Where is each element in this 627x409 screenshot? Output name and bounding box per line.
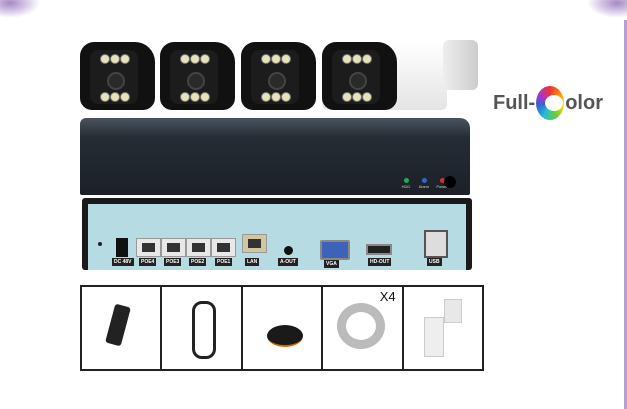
poe-port: [161, 238, 186, 257]
frame-corner-right: [587, 0, 627, 18]
camera-4: [322, 42, 447, 110]
poe-port: [136, 238, 161, 257]
hdmi-port: [366, 244, 392, 255]
vga-port: [320, 240, 350, 260]
poe-port: [186, 238, 211, 257]
logo-text: olor: [565, 91, 603, 114]
port-label: POE3: [164, 258, 182, 266]
frame-edge: [624, 20, 627, 409]
port-label: POE2: [189, 258, 207, 266]
usb-ports: [424, 230, 448, 258]
port-label: LAN: [245, 258, 260, 266]
port-label: USB: [427, 258, 442, 266]
audio-jack: [284, 246, 293, 255]
lan-port: [242, 234, 267, 253]
power-cable: [162, 287, 243, 369]
indicator-hdd: HDD: [401, 184, 411, 189]
frame-corner-left: [0, 0, 40, 18]
mouse: [243, 287, 324, 369]
nvr-front: HDD Alarm Power: [80, 118, 470, 195]
ground-icon: [98, 242, 102, 246]
port-label: POE1: [215, 258, 233, 266]
indicator-alarm: Alarm: [418, 184, 430, 189]
dc-jack: [116, 238, 128, 257]
ir-receiver-icon: [444, 176, 456, 188]
port-label: VGA: [324, 260, 339, 268]
port-label: HD-OUT: [368, 258, 392, 266]
poe-port: [211, 238, 236, 257]
camera-2: [160, 42, 235, 110]
nvr-rear: DC 48V POE4 POE3 POE2 POE1 LAN A-OUT VGA…: [82, 198, 472, 270]
power-adapter: [82, 287, 163, 369]
network-cables: X4: [323, 287, 404, 369]
accessories-box: X4: [80, 285, 484, 371]
quantity-label: X4: [379, 289, 396, 304]
indicator-power: Power: [436, 184, 448, 189]
port-label: DC 48V: [112, 258, 134, 266]
camera-3: [241, 42, 316, 110]
camera-1: [80, 42, 155, 110]
color-wheel-icon: [536, 86, 565, 120]
screws-and-manual: [404, 287, 482, 369]
camera-mount: [443, 40, 478, 90]
port-label: POE4: [139, 258, 157, 266]
port-label: A-OUT: [278, 258, 298, 266]
full-color-logo: Full- olor: [493, 86, 603, 120]
logo-text: Full-: [493, 91, 536, 114]
